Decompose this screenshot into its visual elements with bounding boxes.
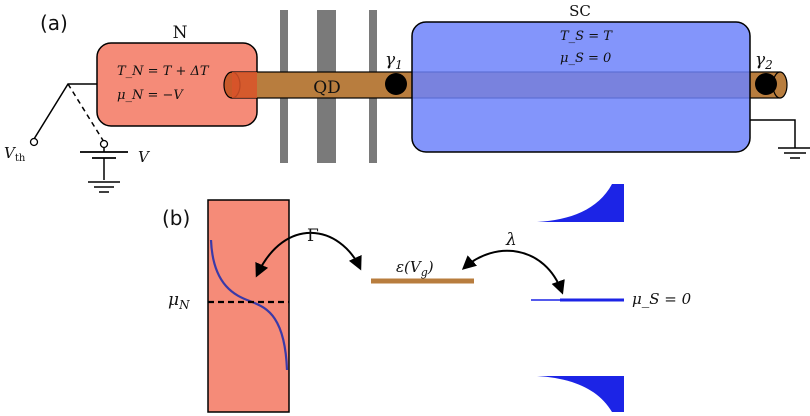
superconductor-temperature: T_S = T — [560, 29, 613, 44]
panel-a-label: (a) — [40, 11, 68, 35]
majorana-1-label: γ1 — [385, 50, 403, 72]
sc-density-of-states-upper — [537, 184, 624, 222]
superconductor-chemical-potential: μ_S = 0 — [560, 51, 611, 66]
majorana-mode-2 — [755, 73, 777, 95]
normal-lead-box — [207, 199, 290, 413]
majorana-mode-1 — [385, 73, 407, 95]
thermovoltage-terminal — [29, 137, 39, 147]
thermovoltage-label: Vth — [4, 144, 26, 164]
normal-lead-chemical-potential: μ_N = −V — [117, 88, 184, 103]
superconductor-ground-wire — [750, 119, 796, 148]
majorana-2-label: γ2 — [755, 50, 773, 72]
normal-lead-title: N — [173, 23, 188, 43]
mu-s-label: μ_S = 0 — [632, 290, 692, 308]
thermovoltage-switch-wire — [33, 83, 97, 140]
superconductor — [411, 21, 751, 153]
bias-switch-dashed-wire — [67, 83, 105, 143]
lead-wire-overlap — [232, 72, 257, 98]
gamma-coupling-arrow — [255, 231, 362, 278]
lambda-label: λ — [505, 230, 517, 250]
sc-density-of-states-lower — [537, 376, 624, 412]
lambda-coupling-arrow — [461, 249, 565, 295]
normal-lead-temperature: T_N = T + ΔT — [117, 64, 210, 79]
mu-n-label: μN — [168, 290, 190, 312]
panel-b-label: (b) — [162, 206, 190, 230]
zero-mode-peak — [560, 298, 624, 302]
gamma-label: Γ — [307, 226, 319, 246]
superconductor-title: SC — [569, 2, 591, 20]
bias-voltage-label: V — [138, 148, 151, 166]
dot-level-label: ε(Vg) — [396, 258, 434, 279]
bias-terminal — [99, 139, 109, 149]
quantum-dot-label: QD — [313, 78, 341, 98]
